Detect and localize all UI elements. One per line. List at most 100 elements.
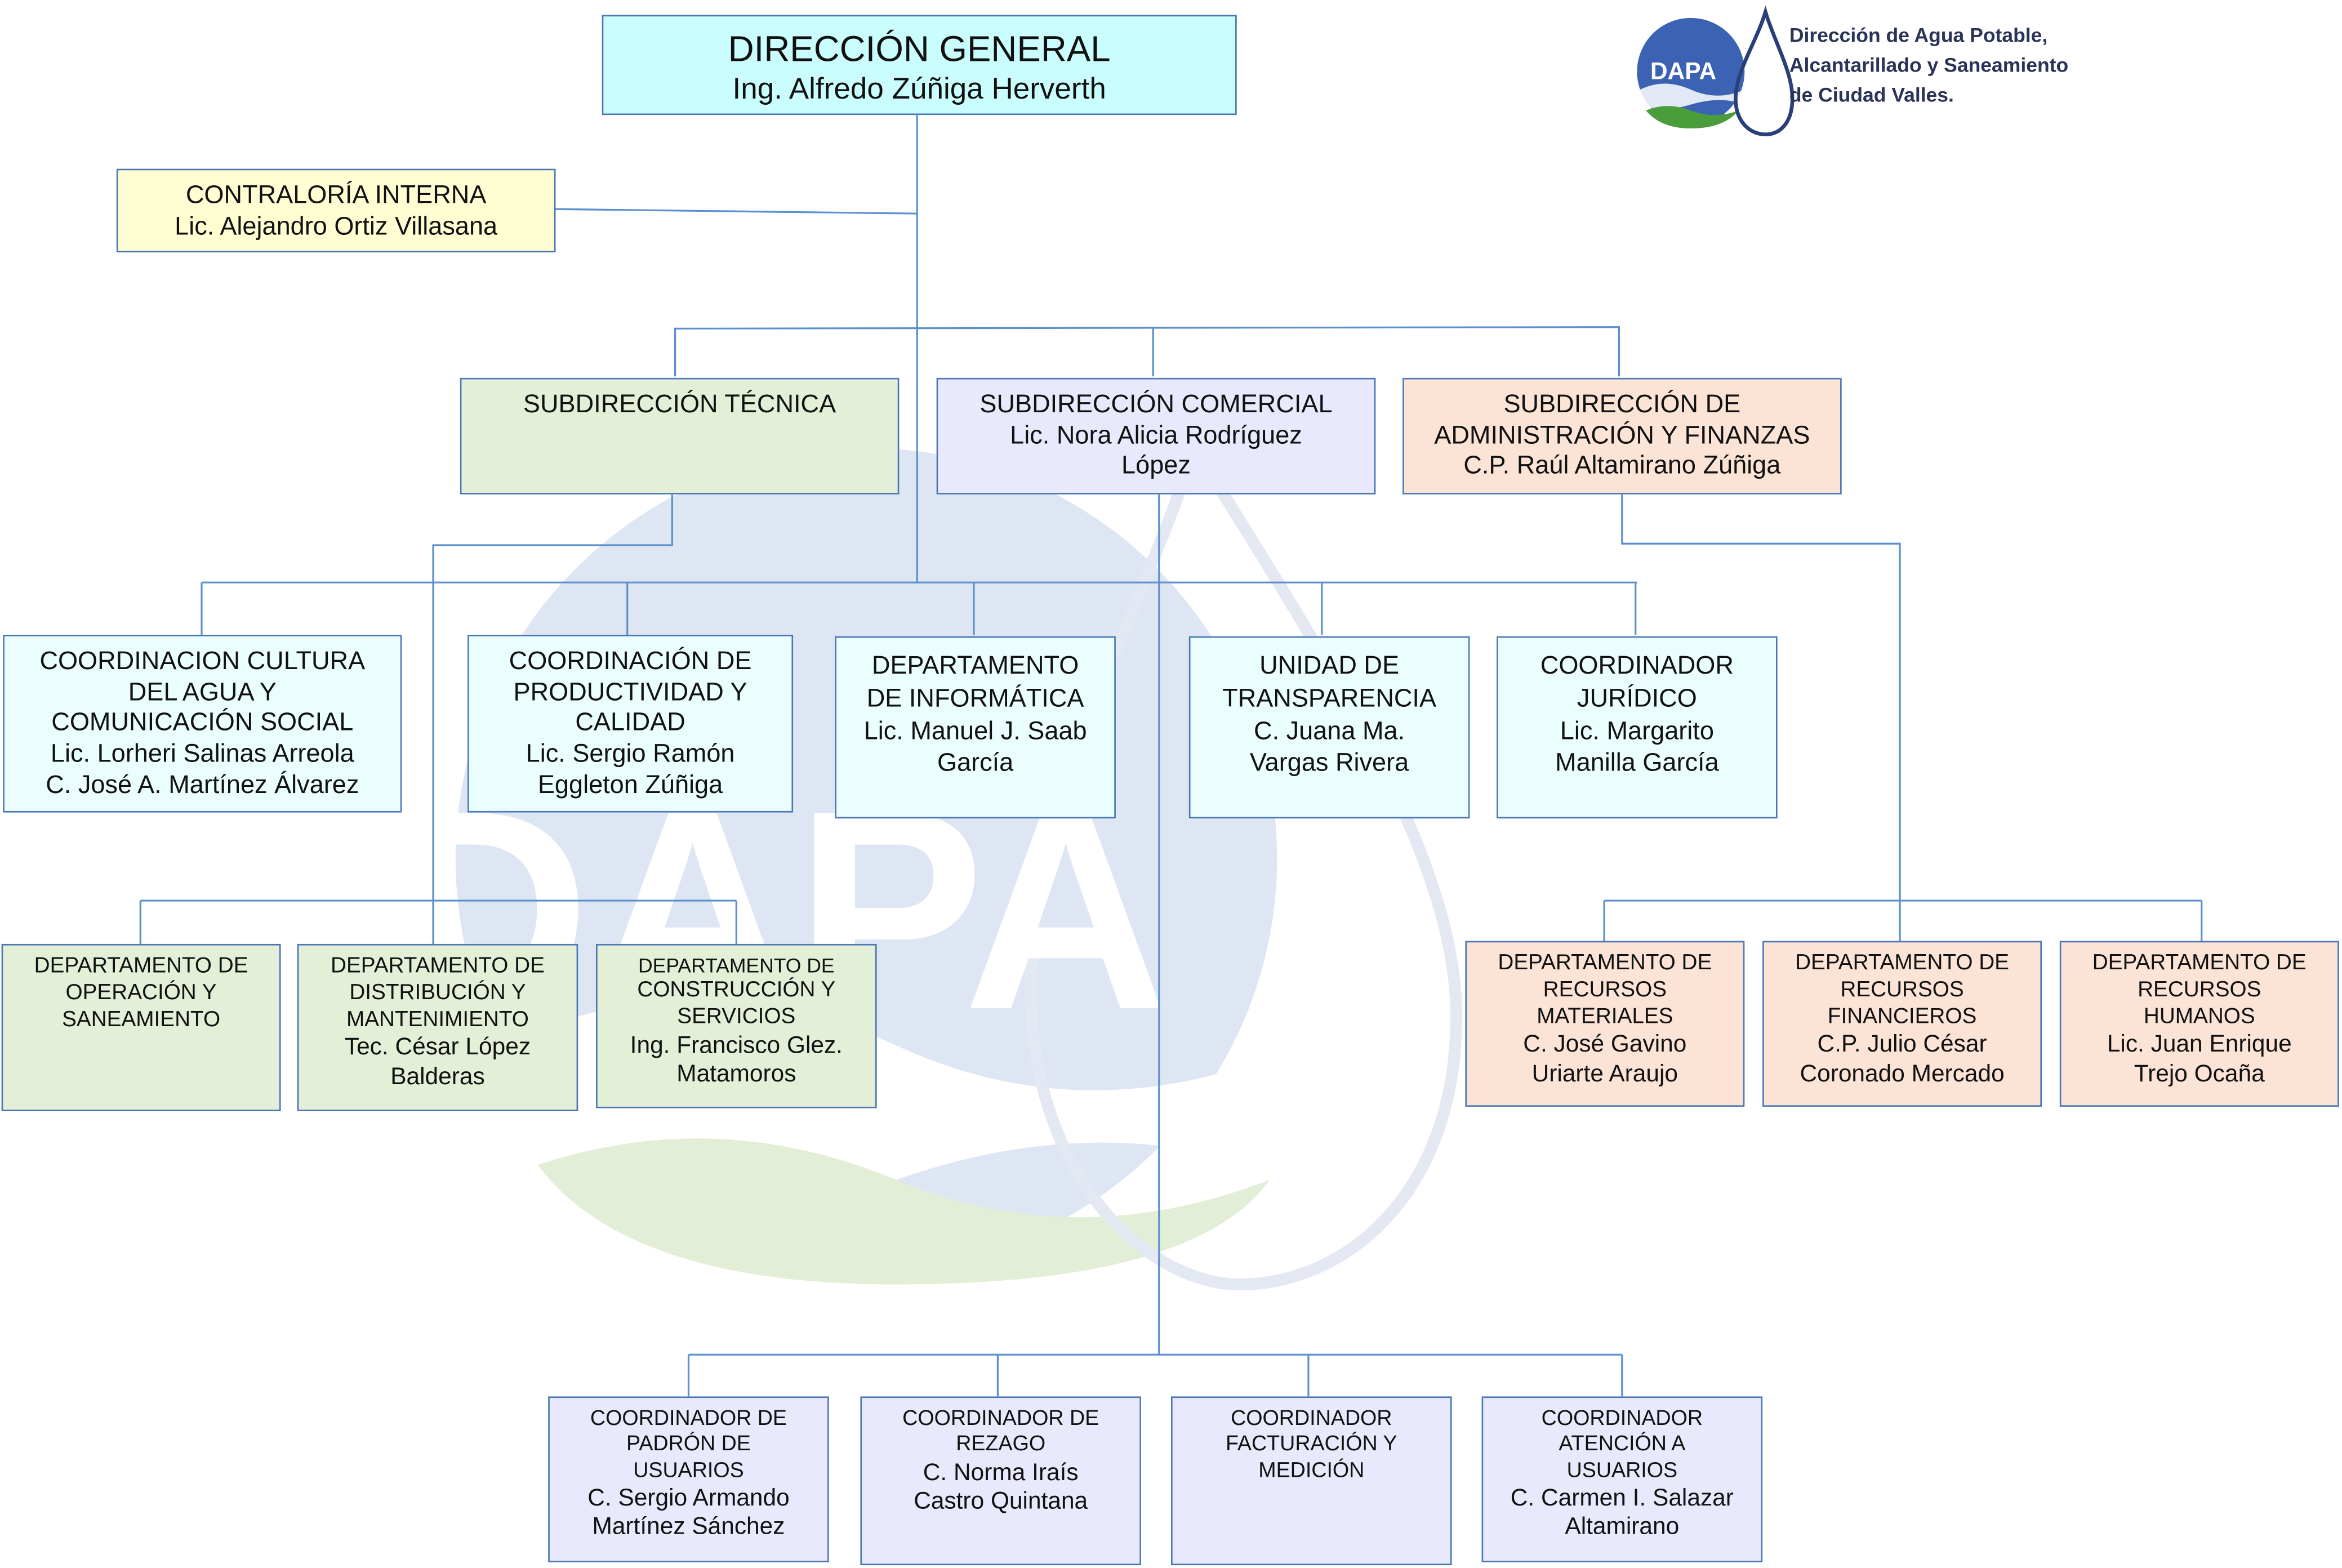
dep-humanos-line: Trejo Ocaña <box>2134 1062 2265 1088</box>
coord-rezago-line: Castro Quintana <box>914 1489 1088 1515</box>
coord-cultura-line: C. José A. Martínez Álvarez <box>46 770 359 799</box>
dep-humanos-line: RECURSOS <box>2138 978 2261 1002</box>
dep-financieros-line: FINANCIEROS <box>1827 1004 1977 1029</box>
dep-humanos-line: DEPARTAMENTO DE <box>2092 951 2307 975</box>
transparencia-line: C. Juana Ma. <box>1254 716 1405 745</box>
coord-cultura-line: Lic. Lorheri Salinas Arreola <box>50 740 354 768</box>
dep-informatica-line: García <box>937 749 1014 777</box>
dep-humanos-line: Lic. Juan Enrique <box>2107 1032 2292 1058</box>
coord-rezago-line: REZAGO <box>956 1432 1046 1457</box>
dep-construccion-line: Ing. Francisco Glez. <box>630 1033 843 1059</box>
logo-abbr: DAPA <box>1650 58 1716 84</box>
dep-operacion-line: OPERACIÓN Y <box>65 981 217 1005</box>
box-coordinador-rezago: COORDINADOR DE REZAGO C. Norma Iraís Cas… <box>860 1396 1141 1566</box>
coord-padron-line: USUARIOS <box>633 1458 744 1483</box>
coord-facturacion-line: FACTURACIÓN Y <box>1226 1432 1397 1457</box>
box-contraloria-interna: CONTRALORÍA INTERNA Lic. Alejandro Ortiz… <box>116 168 556 253</box>
box-departamento-recursos-financieros: DEPARTAMENTO DE RECURSOS FINANCIEROS C.P… <box>1762 941 2042 1107</box>
box-coordinador-juridico: COORDINADOR JURÍDICO Lic. Margarito Mani… <box>1497 636 1778 819</box>
dep-construccion-line: DEPARTAMENTO DE <box>638 954 835 977</box>
dep-distribucion-line: MANTENIMIENTO <box>346 1007 529 1032</box>
coord-rezago-line: C. Norma Iraís <box>923 1460 1079 1486</box>
box-coordinacion-cultura-agua: COORDINACION CULTURA DEL AGUA Y COMUNICA… <box>3 635 402 813</box>
dep-construccion-line: SERVICIOS <box>677 1005 796 1030</box>
dep-financieros-line: C.P. Julio César <box>1817 1032 1987 1058</box>
coord-padron-line: PADRÓN DE <box>626 1432 751 1457</box>
logo-text: Dirección de Agua Potable, Alcantarillad… <box>1789 21 2068 111</box>
dep-materiales-line: MATERIALES <box>1537 1004 1673 1029</box>
dep-construccion-line: CONSTRUCCIÓN Y <box>637 978 836 1003</box>
direccion-title: DIRECCIÓN GENERAL <box>728 30 1111 70</box>
coord-productividad-line: CALIDAD <box>575 709 685 737</box>
coord-padron-line: COORDINADOR DE <box>590 1406 787 1431</box>
box-departamento-recursos-humanos: DEPARTAMENTO DE RECURSOS HUMANOS Lic. Ju… <box>2059 941 2339 1107</box>
dep-informatica-line: Lic. Manuel J. Saab <box>863 716 1087 745</box>
sub-comercial-line: Lic. Nora Alicia Rodríguez <box>1010 421 1302 449</box>
dep-financieros-line: DEPARTAMENTO DE <box>1795 951 2010 975</box>
sub-admin-line: SUBDIRECCIÓN DE <box>1503 390 1741 418</box>
coord-productividad-line: COORDINACIÓN DE <box>509 647 752 675</box>
dep-distribucion-line: DEPARTAMENTO DE <box>331 954 545 978</box>
box-departamento-distribucion: DEPARTAMENTO DE DISTRIBUCIÓN Y MANTENIMI… <box>297 943 578 1111</box>
juridico-line: COORDINADOR <box>1540 651 1734 680</box>
sub-comercial-line: López <box>1121 452 1191 480</box>
box-coordinador-padron: COORDINADOR DE PADRÓN DE USUARIOS C. Ser… <box>548 1396 829 1562</box>
coord-productividad-line: PRODUCTIVIDAD Y <box>513 678 747 706</box>
contraloria-name: Lic. Alejandro Ortiz Villasana <box>175 211 498 240</box>
coord-cultura-line: COORDINACION CULTURA <box>39 647 366 675</box>
box-coordinador-atencion: COORDINADOR ATENCIÓN A USUARIOS C. Carme… <box>1481 1396 1763 1562</box>
box-departamento-recursos-materiales: DEPARTAMENTO DE RECURSOS MATERIALES C. J… <box>1465 941 1745 1107</box>
dep-distribucion-line: DISTRIBUCIÓN Y <box>349 981 526 1005</box>
dep-construccion-line: Matamoros <box>676 1062 796 1088</box>
logo-line-2: Alcantarillado y Saneamiento <box>1789 54 2069 77</box>
box-departamento-operacion: DEPARTAMENTO DE OPERACIÓN Y SANEAMIENTO <box>1 943 281 1111</box>
dep-materiales-line: RECURSOS <box>1543 978 1667 1002</box>
dep-materiales-line: Uriarte Araujo <box>1531 1062 1678 1088</box>
juridico-line: Manilla García <box>1555 749 1719 777</box>
box-coordinacion-productividad: COORDINACIÓN DE PRODUCTIVIDAD Y CALIDAD … <box>467 635 794 813</box>
dep-distribucion-line: Balderas <box>390 1064 485 1090</box>
box-departamento-informatica: DEPARTAMENTO DE INFORMÁTICA Lic. Manuel … <box>835 636 1116 819</box>
logo-wave-green <box>1646 106 1739 129</box>
watermark-wave-green <box>537 1138 1270 1285</box>
dep-materiales-line: C. José Gavino <box>1523 1032 1687 1058</box>
dep-informatica-line: DEPARTAMENTO <box>871 651 1079 680</box>
sub-admin-line: ADMINISTRACIÓN Y FINANZAS <box>1434 421 1810 449</box>
coord-padron-line: Martínez Sánchez <box>592 1515 785 1541</box>
coord-cultura-line: DEL AGUA Y <box>128 678 277 706</box>
sub-tecnica-line: SUBDIRECCIÓN TÉCNICA <box>523 390 836 418</box>
box-direccion-general: DIRECCIÓN GENERAL Ing. Alfredo Zúñiga He… <box>602 15 1237 115</box>
coord-atencion-line: C. Carmen I. Salazar <box>1510 1486 1734 1512</box>
juridico-line: Lic. Margarito <box>1560 716 1714 745</box>
logo-line-3: de Ciudad Valles. <box>1789 84 1954 106</box>
dep-financieros-line: Coronado Mercado <box>1800 1062 2005 1088</box>
sub-admin-line: C.P. Raúl Altamirano Zúñiga <box>1463 452 1781 480</box>
box-subdireccion-tecnica: SUBDIRECCIÓN TÉCNICA <box>460 377 900 495</box>
coord-atencion-line: COORDINADOR <box>1541 1406 1703 1431</box>
juridico-line: JURÍDICO <box>1577 683 1697 712</box>
box-subdireccion-administracion: SUBDIRECCIÓN DE ADMINISTRACIÓN Y FINANZA… <box>1402 377 1842 495</box>
coord-atencion-line: Altamirano <box>1565 1515 1680 1541</box>
dapa-logo: DAPA <box>1637 6 1795 136</box>
box-coordinador-facturacion: COORDINADOR FACTURACIÓN Y MEDICIÓN <box>1171 1396 1452 1566</box>
transparencia-line: UNIDAD DE <box>1259 651 1400 680</box>
dep-informatica-line: DE INFORMÁTICA <box>866 683 1084 712</box>
coord-rezago-line: COORDINADOR DE <box>902 1406 1099 1431</box>
direccion-name: Ing. Alfredo Zúñiga Herverth <box>732 73 1106 106</box>
dep-humanos-line: HUMANOS <box>2143 1004 2255 1029</box>
box-unidad-transparencia: UNIDAD DE TRANSPARENCIA C. Juana Ma. Var… <box>1188 636 1470 819</box>
transparencia-line: Vargas Rivera <box>1249 749 1409 777</box>
dep-distribucion-line: Tec. César López <box>344 1035 531 1061</box>
dep-operacion-line: DEPARTAMENTO DE <box>34 954 248 978</box>
transparencia-line: TRANSPARENCIA <box>1222 683 1437 712</box>
coord-productividad-line: Lic. Sergio Ramón <box>526 740 735 768</box>
dep-financieros-line: RECURSOS <box>1840 978 1964 1002</box>
logo-line-1: Dirección de Agua Potable, <box>1789 24 2048 47</box>
coord-atencion-line: USUARIOS <box>1566 1458 1678 1483</box>
coord-padron-line: C. Sergio Armando <box>587 1486 790 1512</box>
box-departamento-construccion: DEPARTAMENTO DE CONSTRUCCIÓN Y SERVICIOS… <box>596 943 877 1108</box>
logo-drop <box>1734 6 1795 136</box>
dep-materiales-line: DEPARTAMENTO DE <box>1498 951 1712 975</box>
coord-productividad-line: Eggleton Zúñiga <box>537 770 723 799</box>
